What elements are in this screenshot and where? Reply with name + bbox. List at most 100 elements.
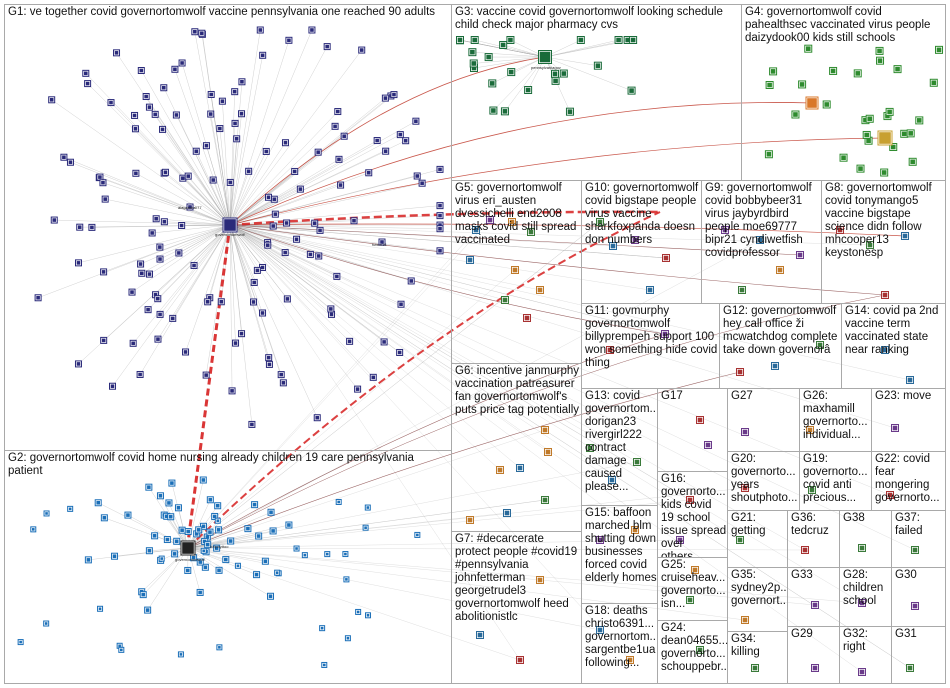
small-group-node-avatar (737, 537, 743, 543)
group-box-g12: G12: governortomwolf hey call office ži … (719, 303, 842, 389)
g2-node-avatar (167, 501, 171, 505)
g1-to-group-edge (229, 224, 911, 381)
g2-node-avatar (112, 554, 117, 559)
g1-node-avatar (181, 176, 185, 180)
g1-node-avatar (76, 362, 81, 366)
g1-node-avatar (163, 170, 168, 175)
group-box-g15: G15: baffoon marched blm shutting down b… (581, 505, 658, 604)
g1-node-avatar (101, 270, 106, 274)
g2-node-avatar (271, 529, 275, 533)
g1-node-avatar (155, 296, 160, 301)
g1-edge (178, 224, 231, 254)
g4-node-avatar (877, 58, 883, 63)
small-group-node-avatar (912, 603, 918, 609)
g3-node-avatar (553, 78, 558, 84)
g1-edge (210, 94, 231, 226)
g1-edge (229, 182, 423, 226)
g3-hub-label: pennsylvaniagov (531, 65, 561, 70)
g2-to-group-edge (187, 461, 638, 549)
small-group-node-avatar (902, 233, 908, 239)
g1-edge (147, 224, 231, 310)
small-group-node-avatar (537, 287, 543, 293)
group-box-g24: G24: dean04655... governorto... schouppe… (657, 620, 728, 684)
g4-node-avatar (890, 144, 896, 150)
g1-edge (206, 145, 231, 226)
small-group-node-avatar (607, 347, 613, 353)
g1-node-avatar (162, 219, 167, 224)
g2-node-avatar (303, 553, 307, 557)
g1-edge (99, 177, 231, 226)
g1-node-avatar (312, 221, 317, 225)
g1-side-label-b: futton18 (372, 242, 387, 247)
g1-node-avatar (103, 197, 107, 201)
small-group-node-avatar (524, 315, 530, 321)
g2-node-avatar (45, 512, 48, 515)
group-label-g27: G27 (731, 390, 753, 402)
g2-node-avatar (96, 500, 101, 505)
strong-edge-g1-g10 (229, 210, 661, 227)
small-group-node-avatar (742, 485, 748, 491)
g1-node-avatar (283, 250, 287, 255)
g1-edge (229, 224, 286, 253)
g1-edge (229, 175, 418, 226)
g1-edge (132, 224, 231, 344)
g2-edge (168, 502, 189, 549)
g1-node-avatar (132, 113, 137, 118)
small-group-node-avatar (597, 219, 603, 225)
g3-node-avatar (491, 108, 496, 113)
small-group-node-avatar (742, 429, 748, 435)
g1-edge (229, 120, 417, 226)
g2-node-avatar (416, 533, 419, 537)
g1-node-avatar (383, 149, 388, 153)
g1-edge (135, 173, 231, 226)
small-group-node-avatar (509, 219, 515, 225)
g2-node-avatar (126, 513, 130, 517)
g1-edge (103, 224, 231, 273)
group-label-g30: G30 (895, 569, 917, 581)
group-box-g6: G6: incentive janmurphy vaccination patr… (451, 363, 582, 532)
g1-edge (229, 113, 242, 226)
g1-node-avatar (292, 169, 297, 174)
g1-node-avatar (154, 216, 158, 221)
small-group-node-avatar (627, 657, 633, 663)
g1-node-avatar (204, 143, 209, 148)
g1-node-avatar (85, 81, 90, 86)
strong-edge-g1-g2 (186, 224, 232, 543)
g1-node-avatar (285, 297, 290, 301)
g1-edge (141, 70, 231, 226)
inter-edge (187, 371, 741, 549)
g1-node-avatar (150, 231, 154, 235)
g1-edge (159, 224, 231, 260)
g2-to-group-edge (187, 547, 863, 604)
g1-edge (131, 224, 231, 293)
g1-to-group-edge (229, 224, 549, 453)
g1-to-group-edge (229, 224, 614, 247)
group-label-g8: G8: governortomwolf covid tonymango5 vac… (825, 182, 932, 259)
g1-edge (141, 224, 231, 274)
g1-edge (229, 224, 441, 229)
g4-node-avatar (866, 138, 871, 144)
group-label-g29: G29 (791, 628, 813, 640)
small-group-node-avatar (677, 537, 683, 543)
g4-node-avatar (901, 131, 907, 137)
g2-node-avatar (346, 636, 350, 640)
inter-edge (229, 137, 886, 226)
g1-to-group-edge (229, 224, 541, 291)
g2-node-avatar (203, 565, 208, 570)
g1-node-avatar (336, 109, 340, 114)
g1-node-avatar (230, 389, 234, 393)
g2-hub-node-avatar (182, 542, 194, 554)
g2-node-avatar (345, 578, 348, 581)
small-group-node-avatar (609, 477, 615, 483)
g1-edge (165, 172, 231, 226)
g1-node-avatar (281, 381, 286, 385)
group-box-g28: G28: children school (839, 567, 892, 627)
g1-node-avatar (174, 113, 179, 117)
g2-node-avatar (19, 640, 22, 644)
group-label-g35: G35: sydney2p... governort... (731, 569, 788, 607)
group-label-g2: G2: governortomwolf covid home nursing a… (8, 452, 414, 477)
small-group-node-avatar (812, 665, 818, 671)
g2-edge (187, 547, 257, 575)
g1-edge (172, 224, 231, 319)
group-label-g5: G5: governortomwolf virus eri_austen dve… (455, 182, 577, 246)
